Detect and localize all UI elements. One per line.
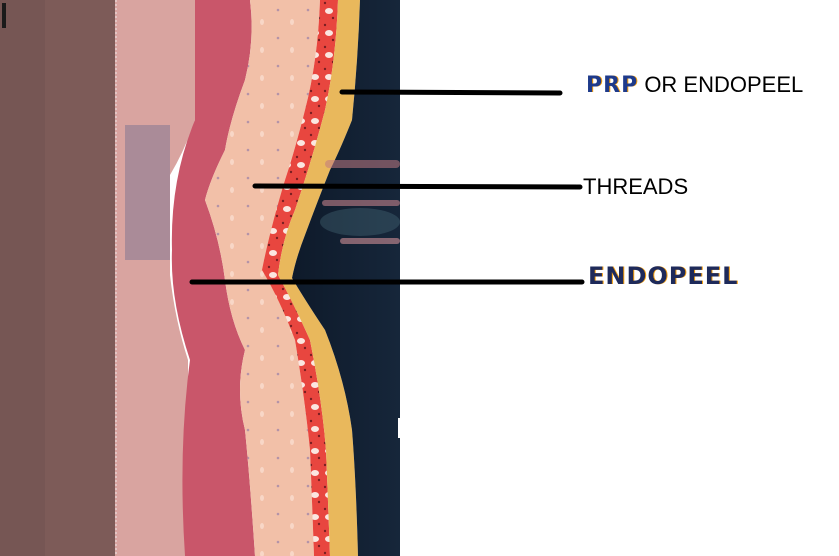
label-endopeel: ENDOPEEL bbox=[588, 262, 739, 290]
epidermis-cell-layer bbox=[262, 0, 338, 556]
label-prp-accent: PRP bbox=[586, 73, 639, 98]
threads-pointer-line bbox=[252, 183, 583, 190]
thread-glow-streaks bbox=[320, 160, 400, 244]
label-prp-rest: OR ENDOPEEL bbox=[638, 72, 804, 97]
outer-skin-band bbox=[0, 0, 115, 556]
surface-layer bbox=[278, 0, 360, 556]
label-threads: THREADS bbox=[583, 174, 689, 199]
annotation-lines bbox=[189, 89, 585, 285]
deep-dermis-layer bbox=[171, 0, 255, 556]
dark-lumen-region bbox=[292, 0, 400, 556]
label-prp-or-endopeel: PRP OR ENDOPEEL bbox=[586, 72, 803, 98]
prp-pointer-line bbox=[339, 89, 563, 96]
